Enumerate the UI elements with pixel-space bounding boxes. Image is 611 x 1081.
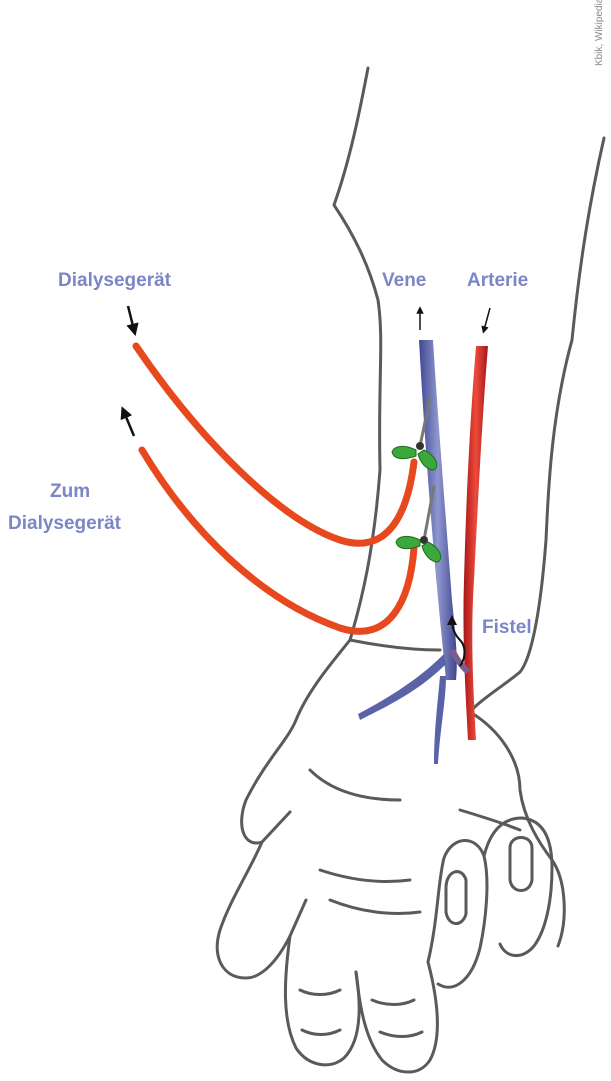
image-credit: Kbik, Wikipedia (594, 0, 605, 66)
label-artery: Arterie (467, 269, 528, 293)
finger-crease-2 (372, 1000, 414, 1005)
vein-trunk (419, 340, 457, 680)
label-vein: Vene (382, 269, 426, 293)
label-dialysis-in: Dialysegerät (58, 269, 171, 293)
dialysis-tubes (136, 346, 414, 631)
label-dialysis-out-line1: Zum (50, 480, 90, 504)
label-dialysis-out-line2: Dialysegerät (8, 512, 121, 536)
wrist-crease (350, 640, 440, 650)
artery (463, 346, 488, 740)
index-finger (285, 936, 359, 1065)
needle-bottom-wing-left (396, 536, 420, 548)
vein (358, 340, 457, 764)
arrow-dialysis-out (124, 412, 134, 436)
ring-finger (428, 840, 487, 987)
finger-crease-1 (300, 990, 340, 995)
pinky-nail (510, 838, 532, 891)
needle-top-wing-left (392, 446, 416, 458)
tube-inflow (136, 346, 414, 543)
label-fistula: Fistel (482, 616, 532, 640)
finger-crease-3 (302, 1030, 340, 1035)
arrow-artery-down (484, 308, 490, 330)
palm-crease-3 (330, 900, 420, 914)
vein-branch-left (358, 654, 446, 720)
thumb-contour (217, 842, 306, 978)
middle-finger (356, 962, 437, 1072)
ring-nail (446, 872, 466, 924)
palm-crease-2 (320, 870, 410, 882)
arrow-dialysis-in (128, 306, 134, 330)
palm-crease-1 (310, 770, 400, 800)
arm-left-contour (242, 68, 381, 843)
vein-branch-down (434, 676, 446, 764)
finger-crease-4 (380, 1032, 422, 1037)
